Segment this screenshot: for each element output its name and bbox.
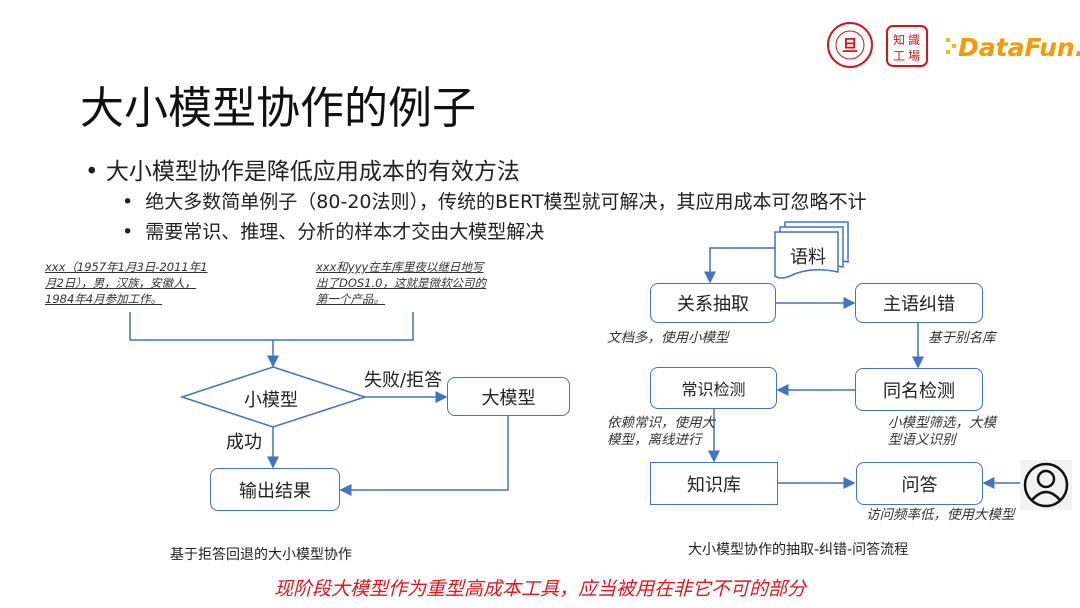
left-caption: 基于拒答回退的大小模型协作 <box>170 547 352 563</box>
svg-text:旦: 旦 <box>842 36 858 55</box>
subject-correction-box: 主语纠错 <box>855 283 983 323</box>
svg-text:場: 場 <box>908 49 920 63</box>
fudan-logo: 旦 <box>827 22 873 68</box>
relation-extraction-box: 关系抽取 <box>650 283 776 323</box>
zhishi-logo: 知識 工場 <box>886 25 928 67</box>
bullet-main-text: 大小模型协作是降低应用成本的有效方法 <box>105 159 520 185</box>
right-caption: 大小模型协作的抽取-纠错-问答流程 <box>688 542 909 558</box>
success-label: 成功 <box>226 432 262 453</box>
same-name-box: 同名检测 <box>855 368 983 411</box>
note-same-name: 小模型筛选，大模型语义识别 <box>888 415 996 448</box>
qa-box: 问答 <box>856 462 983 505</box>
large-model-box: 大模型 <box>447 377 570 416</box>
svg-text:DataFun.: DataFun. <box>958 33 1080 62</box>
svg-text:知: 知 <box>893 33 905 47</box>
output-box: 输出结果 <box>210 468 340 511</box>
svg-text:識: 識 <box>908 33 920 47</box>
bullet-sub-text: 绝大多数简单例子（80-20法则），传统的BERT模型就可解决，其应用成本可忽略… <box>145 191 867 213</box>
page-title: 大小模型协作的例子 <box>80 83 476 134</box>
corpus-document-shape <box>774 231 839 279</box>
small-model-label: 小模型 <box>244 390 298 411</box>
bullet-sub-text: 需要常识、推理、分析的样本才交由大模型解决 <box>145 221 545 243</box>
bullet-sub-1: • 绝大多数简单例子（80-20法则），传统的BERT模型就可解决，其应用成本可… <box>122 191 867 213</box>
example-text-2: xxx和yyy在车库里夜以继日地写出了DOS1.0，这就是微软公司的第一个产品。 <box>316 260 486 306</box>
common-sense-box: 常识检测 <box>650 367 777 409</box>
bullet-main: • 大小模型协作是降低应用成本的有效方法 <box>85 159 520 185</box>
bullet-sub-2: • 需要常识、推理、分析的样本才交由大模型解决 <box>122 221 545 243</box>
corpus-label: 语料 <box>790 247 826 268</box>
note-alias: 基于别名库 <box>928 330 996 346</box>
svg-text:工: 工 <box>893 49 905 63</box>
knowledge-base-box: 知识库 <box>650 462 778 505</box>
note-common-sense: 依赖常识，使用大模型，离线进行 <box>607 415 715 448</box>
fail-label: 失败/拒答 <box>364 370 443 391</box>
user-icon <box>1020 460 1072 510</box>
note-extraction: 文档多，使用小模型 <box>607 330 729 346</box>
footer-note: 现阶段大模型作为重型高成本工具，应当被用在非它不可的部分 <box>273 578 806 600</box>
note-qa: 访问频率低，使用大模型 <box>866 507 1015 523</box>
datafun-logo: DataFun. <box>946 33 1080 62</box>
